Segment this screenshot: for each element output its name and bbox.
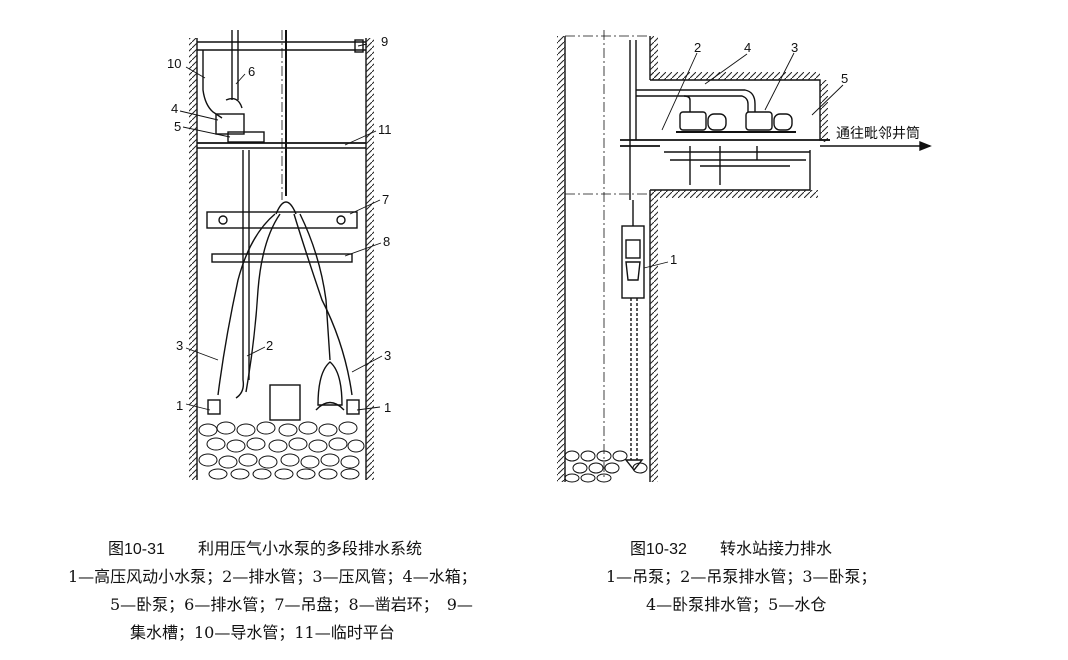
discharge-pipe-6	[231, 30, 239, 100]
leader-lines-right	[643, 52, 844, 269]
callout-left-3a: 3	[176, 338, 183, 353]
relay-chamber	[620, 72, 830, 198]
callout-right-3: 3	[791, 40, 798, 55]
figure-10-32-legend-line-2: 4—卧泵排水管；5—水仓	[646, 595, 827, 614]
water-tank	[215, 113, 245, 135]
compressed-air-hose-left	[217, 213, 276, 396]
guide-pipe	[202, 50, 223, 119]
hanging-pump-discharge-pipe	[629, 40, 637, 200]
water-sump	[664, 151, 810, 167]
small-pump-left	[207, 399, 221, 415]
callout-left-6: 6	[248, 64, 255, 79]
figure-10-32-title: 转水站接力排水	[720, 539, 833, 558]
rock-drilling-ring	[211, 253, 353, 263]
callout-left-1a: 1	[176, 398, 183, 413]
figure-10-32-legend-line-1: 1—吊泵；2—吊泵排水管；3—卧泵；	[606, 567, 877, 586]
callout-left-7: 7	[382, 192, 389, 207]
arrow-label: 通往毗邻井筒	[836, 125, 920, 142]
compressed-air-hose-right	[293, 213, 353, 396]
figure-10-31-number: 图10-31	[108, 541, 165, 558]
callout-left-9: 9	[381, 34, 388, 49]
hanging-pump	[621, 200, 645, 299]
callout-right-1: 1	[670, 252, 677, 267]
figure-10-31-legend-line-2: 5—卧泵；6—排水管；7—吊盘；8—凿岩环； 9—	[110, 595, 473, 614]
callout-right-4: 4	[744, 40, 751, 55]
leader-lines-left	[179, 43, 383, 411]
figure-10-32-caption: 图10-32 转水站接力排水	[630, 538, 832, 561]
temporary-platform	[197, 142, 366, 149]
figure-10-31-legend-line-3: 集水槽；10—导水管；11—临时平台	[130, 623, 395, 642]
callout-left-5: 5	[174, 119, 181, 134]
callout-right-2: 2	[694, 40, 701, 55]
figure-10-31-caption: 图10-31 利用压气小水泵的多段排水系统	[108, 538, 422, 561]
figure-10-32-number: 图10-32	[630, 541, 687, 558]
callout-left-4: 4	[171, 101, 178, 116]
rubble-bottom	[198, 421, 365, 480]
callout-right-5: 5	[841, 71, 848, 86]
arrow-to-adjacent-shaft	[820, 140, 932, 152]
suction-column	[630, 298, 638, 460]
callout-left-1b: 1	[384, 400, 391, 415]
small-pump-right	[346, 399, 360, 415]
callout-left-3b: 3	[384, 348, 391, 363]
pneumatic-pump-body	[317, 361, 343, 406]
callout-left-11: 11	[378, 122, 392, 137]
figure-10-32-drawing	[557, 30, 932, 483]
figure-10-31-legend-line-1: 1—高压风动小水泵；2—排水管；3—压风管；4—水箱；	[68, 567, 477, 586]
callout-left-2: 2	[266, 338, 273, 353]
discharge-pipe-2	[235, 150, 250, 399]
callout-left-10: 10	[167, 56, 181, 71]
collecting-trough	[197, 39, 366, 53]
horizontal-pump-discharge-pipe	[636, 89, 756, 112]
callout-left-8: 8	[383, 234, 390, 249]
rubble-bottom-right	[564, 450, 648, 483]
hanging-scaffold	[206, 211, 358, 229]
horizontal-pumps	[676, 111, 796, 133]
figure-10-31-drawing	[179, 30, 383, 480]
shaft-walls-right	[557, 30, 658, 482]
figure-10-31-title: 利用压气小水泵的多段排水系统	[198, 539, 423, 558]
